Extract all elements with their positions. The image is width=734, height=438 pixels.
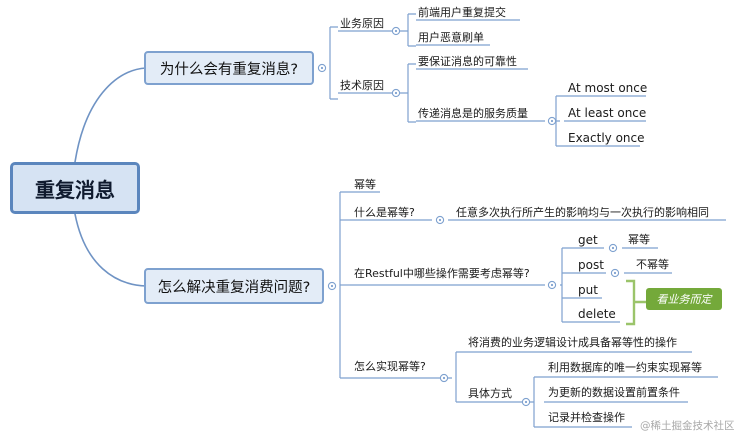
topic-technical-reason[interactable]: 技术原因 <box>340 79 384 92</box>
watermark: @稀土掘金技术社区 <box>640 420 734 432</box>
topic-business-item[interactable]: 用户恶意刷单 <box>418 31 484 44</box>
branch-why-duplicate[interactable]: 为什么会有重复消息? <box>144 51 314 85</box>
topic-what-is-idempotent[interactable]: 什么是幂等? <box>354 206 415 219</box>
topic-specific-item[interactable]: 为更新的数据设置前置条件 <box>548 386 680 399</box>
topic-how-implement[interactable]: 怎么实现幂等? <box>354 360 426 373</box>
connector-business-bracket <box>404 13 416 47</box>
topic-op-get-note[interactable]: 幂等 <box>628 233 650 246</box>
topic-specific-item[interactable]: 记录并检查操作 <box>548 411 625 424</box>
topic-technical-item[interactable]: 要保证消息的可靠性 <box>418 55 517 68</box>
connector-why-bracket <box>318 26 338 100</box>
boundary-bracket <box>626 279 646 326</box>
root-topic[interactable]: 重复消息 <box>10 162 140 214</box>
topic-specific-item[interactable]: 利用数据库的唯一约束实现幂等 <box>548 361 702 374</box>
summary-depends-on-business[interactable]: 看业务而定 <box>646 288 722 310</box>
connector-specific-bracket <box>530 376 544 428</box>
topic-specific-methods[interactable]: 具体方式 <box>468 387 512 400</box>
topic-idempotent-definition[interactable]: 任意多次执行所产生的影响均与一次执行的影响相同 <box>456 206 709 219</box>
topic-idempotent[interactable]: 幂等 <box>354 178 376 191</box>
topic-op-delete[interactable]: delete <box>578 307 616 321</box>
topic-op-get[interactable]: get <box>578 233 598 247</box>
topic-qos[interactable]: 传递消息是的服务质量 <box>418 107 528 120</box>
topic-implement-item[interactable]: 将消费的业务逻辑设计成具备幂等性的操作 <box>468 336 677 349</box>
topic-op-post[interactable]: post <box>578 258 604 272</box>
connector-root-how <box>74 213 147 287</box>
connector-qos-bracket <box>555 95 564 147</box>
connector-technical-bracket <box>404 63 416 123</box>
topic-qos-option[interactable]: At most once <box>568 81 648 95</box>
branch-how-solve[interactable]: 怎么解决重复消费问题? <box>144 268 324 304</box>
topic-restful-ops[interactable]: 在Restful中哪些操作需要考虑幂等? <box>354 267 530 280</box>
topic-business-reason[interactable]: 业务原因 <box>340 17 384 30</box>
topic-op-post-note[interactable]: 不幂等 <box>636 258 669 271</box>
connector-implement-bracket <box>448 351 464 403</box>
connector-root-why <box>74 67 147 163</box>
topic-qos-option[interactable]: Exactly once <box>568 131 645 145</box>
connector-restful-bracket <box>560 247 570 323</box>
topic-op-put[interactable]: put <box>578 283 598 297</box>
topic-qos-option[interactable]: At least once <box>568 106 647 120</box>
topic-business-item[interactable]: 前端用户重复提交 <box>418 6 506 19</box>
